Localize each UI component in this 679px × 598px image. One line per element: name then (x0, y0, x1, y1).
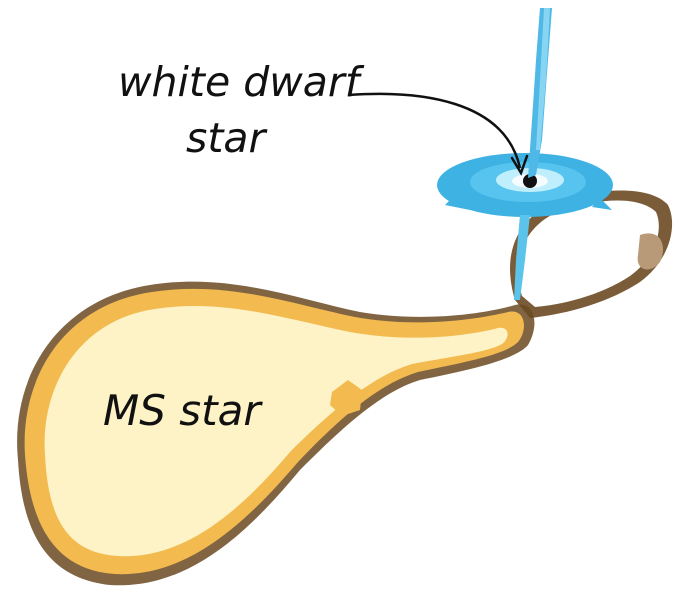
white-dwarf-label-line1: white dwarf (118, 62, 359, 103)
ms-star-label: MS star (103, 390, 261, 432)
ms-star (17, 282, 534, 586)
white-dwarf-label-line2: star (186, 118, 265, 159)
